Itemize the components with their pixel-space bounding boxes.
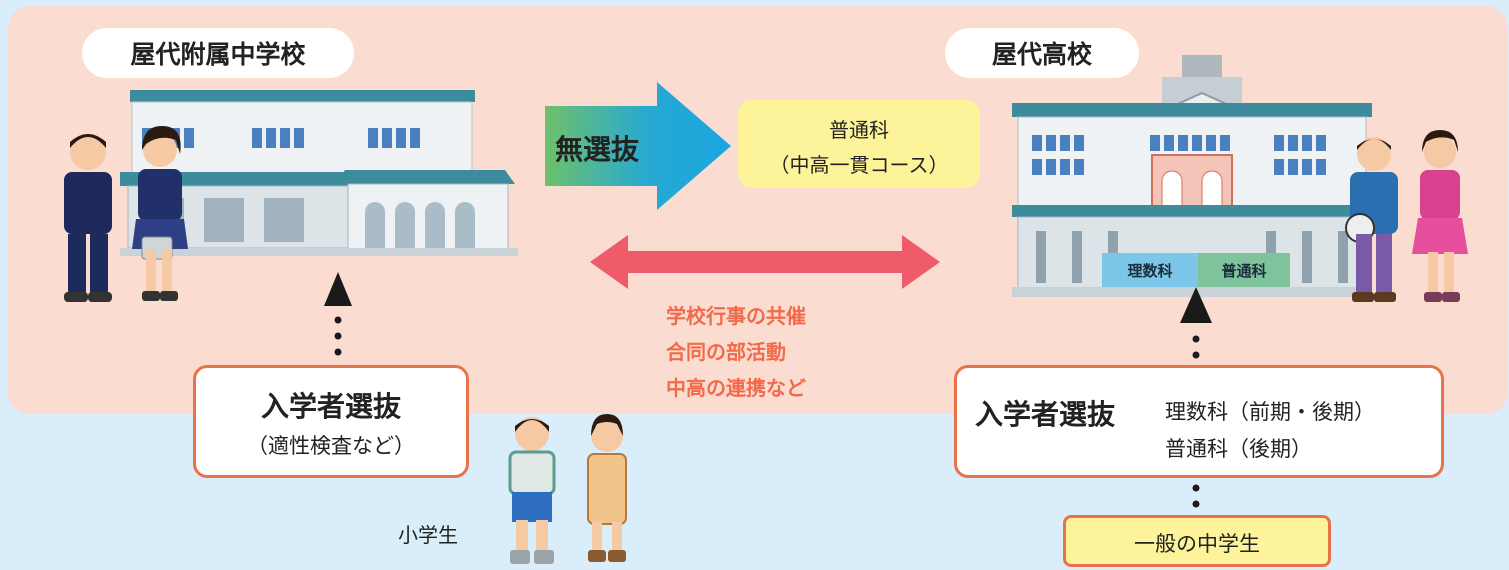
exchange-double-arrow <box>590 235 940 289</box>
high-school-admission-arrow <box>1180 287 1212 359</box>
junior-high-admission-arrow <box>324 272 352 356</box>
high-school-name-label: 屋代高校 <box>945 28 1139 78</box>
elementary-student-label: 小学生 <box>398 523 458 547</box>
exchange-item-3: 中高の連携など <box>666 376 806 400</box>
general-students-box <box>1063 515 1331 567</box>
high-school-girl-figure <box>1412 130 1468 302</box>
elementary-boy-figure <box>508 417 556 564</box>
dept-science-tag: 理数科 <box>1102 253 1198 287</box>
high-school-admission-science: 理数科（前期・後期） <box>1165 400 1375 424</box>
junior-high-admission-box <box>193 365 469 478</box>
exchange-item-1: 学校行事の共催 <box>666 304 806 328</box>
integrated-course-box <box>738 100 980 188</box>
junior-high-boy-figure <box>64 134 112 302</box>
exchange-item-2: 合同の部活動 <box>666 340 786 364</box>
no-selection-label: 無選抜 <box>555 133 640 166</box>
high-school-admission-general: 普通科（後期） <box>1165 437 1312 461</box>
general-students-dots <box>1192 484 1200 508</box>
high-school-admission-box <box>954 365 1444 478</box>
general-students-label: 一般の中学生 <box>1134 532 1260 556</box>
elementary-girl-figure <box>587 414 627 562</box>
junior-high-building <box>120 90 518 256</box>
junior-high-admission-title: 入学者選抜 <box>260 390 401 423</box>
dept-general-tag: 普通科 <box>1198 253 1290 287</box>
junior-high-name-label: 屋代附属中学校 <box>82 28 354 78</box>
high-school-admission-title: 入学者選抜 <box>975 398 1116 431</box>
integrated-course-dept: 普通科 <box>829 118 889 142</box>
no-selection-arrow <box>545 82 731 210</box>
integrated-course-name: （中高一貫コース） <box>769 153 949 177</box>
junior-high-girl-figure <box>132 126 188 301</box>
junior-high-admission-note: （適性検査など） <box>247 434 415 458</box>
high-school-boy-figure <box>1345 137 1398 302</box>
